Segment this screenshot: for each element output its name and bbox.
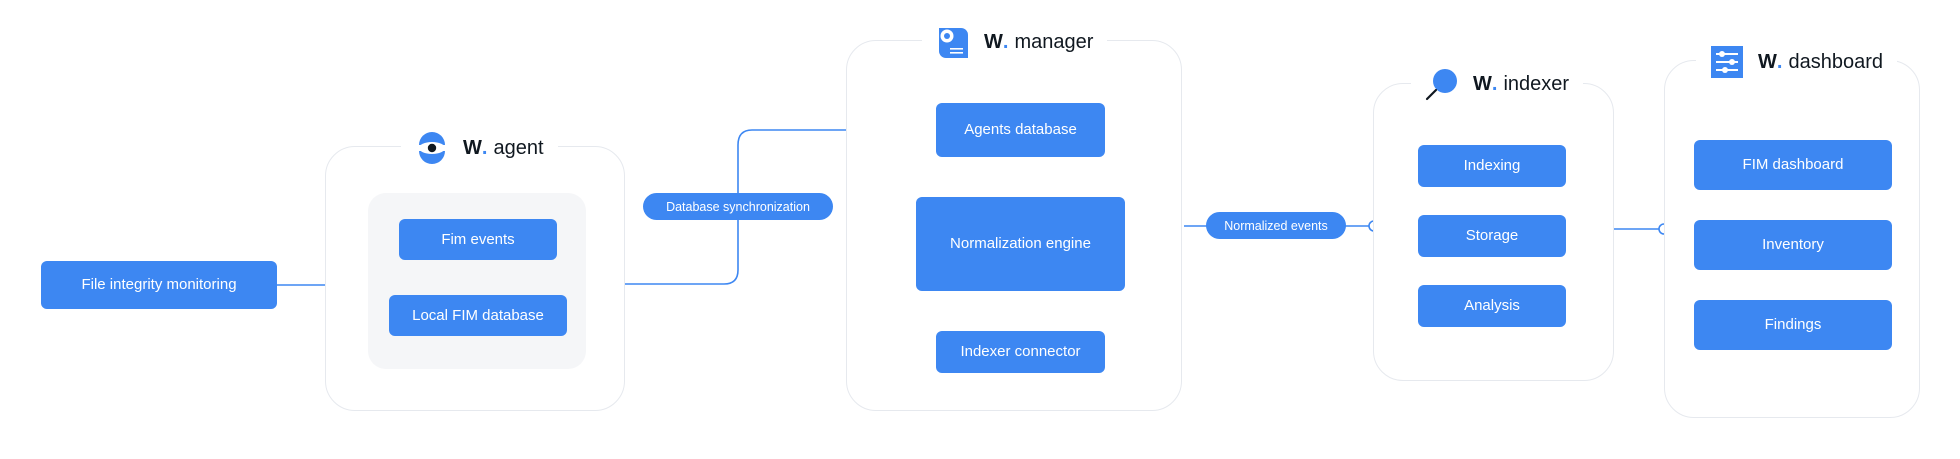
indexer-indexing-node: Indexing bbox=[1418, 145, 1566, 187]
agents-database-node: Agents database bbox=[936, 103, 1105, 157]
agent-component-name: agent bbox=[493, 136, 544, 159]
dashboard-inventory-node: Inventory bbox=[1694, 220, 1892, 270]
agent-brand-dot: . bbox=[481, 136, 488, 159]
normalized-events-label: Normalized events bbox=[1206, 212, 1346, 239]
document-icon bbox=[939, 28, 968, 58]
manager-title: W.manager bbox=[922, 20, 1108, 64]
database-synchronization-label: Database synchronization bbox=[643, 193, 833, 220]
indexer-component-name: indexer bbox=[1503, 72, 1570, 95]
indexer-connector-node: Indexer connector bbox=[936, 331, 1105, 373]
dashboard-brand-letter: W bbox=[1758, 50, 1777, 73]
agent-brand-letter: W bbox=[463, 136, 482, 159]
indexer-brand-letter: W bbox=[1473, 72, 1492, 95]
indexer-brand-dot: . bbox=[1491, 72, 1498, 95]
dashboard-fim-dashboard-node: FIM dashboard bbox=[1694, 140, 1892, 190]
dashboard-brand-dot: . bbox=[1776, 50, 1783, 73]
local-fim-database-node: Local FIM database bbox=[389, 295, 567, 336]
manager-component-name: manager bbox=[1014, 30, 1094, 53]
indexer-analysis-node: Analysis bbox=[1418, 285, 1566, 327]
manager-brand-letter: W bbox=[984, 30, 1003, 53]
dashboard-title: W.dashboard bbox=[1696, 40, 1897, 84]
normalization-engine-node: Normalization engine bbox=[916, 197, 1125, 291]
magnifier-icon bbox=[1425, 69, 1457, 101]
manager-brand-dot: . bbox=[1002, 30, 1009, 53]
agent-title: W.agent bbox=[401, 126, 558, 170]
indexer-storage-node: Storage bbox=[1418, 215, 1566, 257]
file-integrity-monitoring-node: File integrity monitoring bbox=[41, 261, 277, 309]
eye-icon bbox=[419, 132, 445, 164]
fim-events-node: Fim events bbox=[399, 219, 557, 260]
sliders-icon bbox=[1711, 46, 1743, 78]
indexer-title: W.indexer bbox=[1411, 62, 1584, 106]
dashboard-component-name: dashboard bbox=[1788, 50, 1883, 73]
dashboard-findings-node: Findings bbox=[1694, 300, 1892, 350]
